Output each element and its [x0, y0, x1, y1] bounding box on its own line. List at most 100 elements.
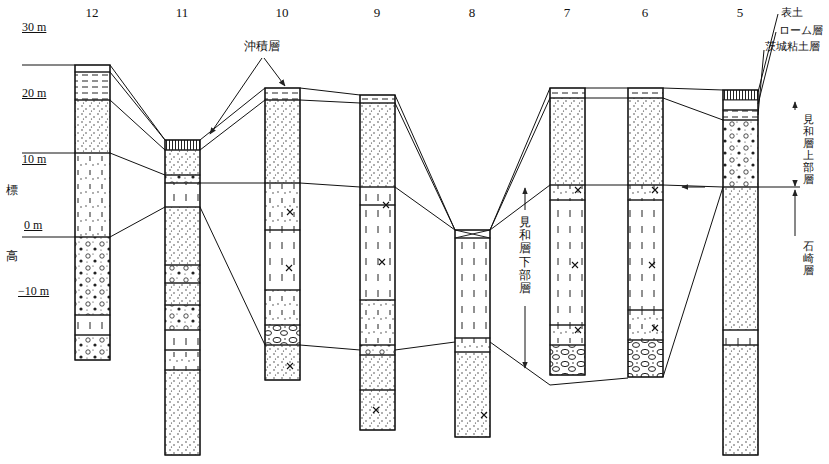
rock-layer — [75, 335, 110, 360]
column-outline — [723, 90, 758, 455]
layer-name: 高 — [6, 250, 18, 263]
correlation-line — [22, 65, 75, 66]
correlation-line — [490, 342, 550, 385]
rock-layer — [75, 65, 110, 72]
correlation-line — [300, 88, 360, 95]
rock-layer — [360, 95, 395, 103]
fossil-mark — [373, 407, 379, 413]
correlation-line — [663, 185, 723, 187]
correlation-line — [200, 88, 265, 140]
correlation-line — [490, 98, 550, 230]
layer-name: 沖積層 — [244, 40, 280, 53]
correlation-line — [110, 207, 165, 237]
boring-column — [360, 95, 395, 430]
correlation-line — [300, 100, 360, 103]
correlation-line — [110, 100, 165, 150]
correlation-line — [300, 345, 360, 350]
correlation-line — [585, 98, 628, 99]
rock-layer — [550, 200, 585, 325]
column-number: 5 — [737, 6, 744, 20]
correlation-line — [663, 88, 723, 90]
boring-column — [723, 90, 758, 455]
elevation-label: 10 m — [22, 153, 46, 166]
rock-layer — [165, 305, 200, 330]
correlation-line — [585, 185, 628, 186]
rock-layer — [75, 153, 110, 237]
rock-layer — [265, 100, 300, 183]
fossil-mark — [652, 187, 658, 193]
rock-layer — [628, 88, 663, 98]
rock-layer — [455, 238, 490, 338]
rock-layer — [550, 98, 585, 185]
leader-line — [758, 50, 764, 115]
rock-layer — [550, 88, 585, 98]
boring-column — [165, 140, 200, 455]
rock-layer — [165, 150, 200, 175]
correlation-line — [22, 237, 75, 238]
fossil-mark — [649, 262, 655, 268]
boring-column — [75, 65, 110, 360]
fossil-mark — [572, 262, 578, 268]
correlation-line — [585, 88, 628, 89]
column-number: 6 — [642, 6, 649, 20]
rock-layer — [75, 72, 110, 100]
rock-layer — [165, 330, 200, 350]
elevation-label: −10 m — [18, 285, 49, 298]
fossil-mark — [575, 187, 581, 193]
column-outline — [75, 65, 110, 360]
rock-layer — [550, 345, 585, 375]
column-number: 9 — [374, 6, 381, 20]
rock-layer — [550, 185, 585, 200]
rock-layer — [360, 187, 395, 205]
rock-layer — [165, 183, 200, 207]
range-arrow — [525, 306, 526, 368]
rock-layer — [455, 352, 490, 437]
rock-layer — [723, 120, 758, 187]
correlation-line — [200, 100, 265, 150]
rock-layer — [360, 205, 395, 300]
layer-name: 表土 — [781, 6, 803, 18]
correlation-line — [395, 103, 455, 230]
boring-column — [628, 88, 663, 377]
range-arrow — [795, 180, 796, 186]
pointer-arrow — [682, 187, 705, 188]
rock-layer — [165, 370, 200, 455]
rock-layer — [628, 98, 663, 185]
layer-name: ローム層 — [779, 24, 823, 36]
fossil-mark — [379, 259, 385, 265]
rock-layer — [165, 175, 200, 183]
rock-layer — [455, 230, 490, 238]
rock-layer — [75, 100, 110, 153]
correlation-line — [110, 65, 165, 140]
rock-layer — [165, 283, 200, 305]
elevation-label: 0 m — [24, 219, 42, 232]
cross-mark — [455, 230, 490, 238]
fossil-mark — [481, 412, 487, 418]
rock-layer — [550, 325, 585, 345]
correlation-line — [110, 72, 165, 140]
column-number: 11 — [176, 6, 189, 20]
column-outline — [165, 140, 200, 455]
rock-layer — [723, 110, 758, 120]
rock-layer — [360, 345, 395, 355]
range-arrow — [795, 102, 796, 110]
leader-arrow — [264, 58, 285, 86]
correlation-line — [110, 153, 165, 175]
correlation-line — [300, 183, 360, 187]
fossil-mark — [383, 202, 389, 208]
layer-name: 茨城粘土層 — [765, 40, 820, 52]
fossil-mark — [652, 325, 658, 331]
correlation-line — [758, 187, 800, 188]
correlation-line — [663, 187, 723, 377]
fossil-mark — [575, 327, 581, 333]
rock-layer — [723, 90, 758, 100]
correlation-line — [490, 88, 550, 230]
rock-layer — [628, 185, 663, 200]
rock-layer — [165, 350, 200, 370]
layer-name: 見和層上部層 — [803, 113, 814, 186]
layer-name: 見和層下部層 — [519, 216, 531, 295]
correlation-line — [395, 342, 455, 350]
rock-layer — [265, 345, 300, 380]
rock-layer — [360, 390, 395, 430]
